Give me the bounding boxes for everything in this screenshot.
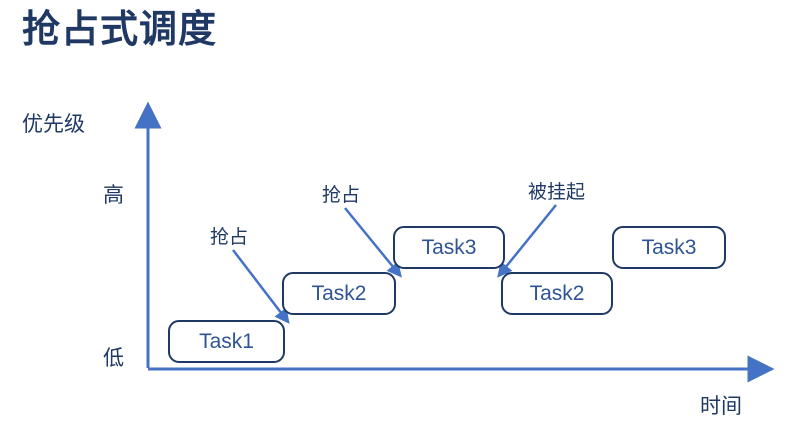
- page-title: 抢占式调度: [22, 9, 218, 51]
- task-box[interactable]: Task3: [393, 226, 505, 269]
- x-axis-title: 时间: [700, 395, 742, 418]
- annotation-arrow-suspended: [497, 204, 557, 278]
- y-axis-title: 优先级: [22, 113, 85, 136]
- y-axis-tick-low: 低: [103, 347, 124, 370]
- annotation-label-preempt-1: 抢占: [210, 227, 249, 248]
- task-box[interactable]: Task1: [168, 320, 285, 363]
- y-axis-tick-high: 高: [103, 184, 124, 207]
- annotation-label-preempt-2: 抢占: [322, 185, 361, 206]
- annotation-arrow-preempt-1: [232, 249, 290, 324]
- task-box[interactable]: Task2: [501, 272, 613, 315]
- task-box[interactable]: Task3: [612, 226, 726, 269]
- annotation-arrow-preempt-2: [344, 207, 402, 278]
- task-box[interactable]: Task2: [282, 272, 396, 315]
- annotation-label-suspended: 被挂起: [528, 182, 586, 203]
